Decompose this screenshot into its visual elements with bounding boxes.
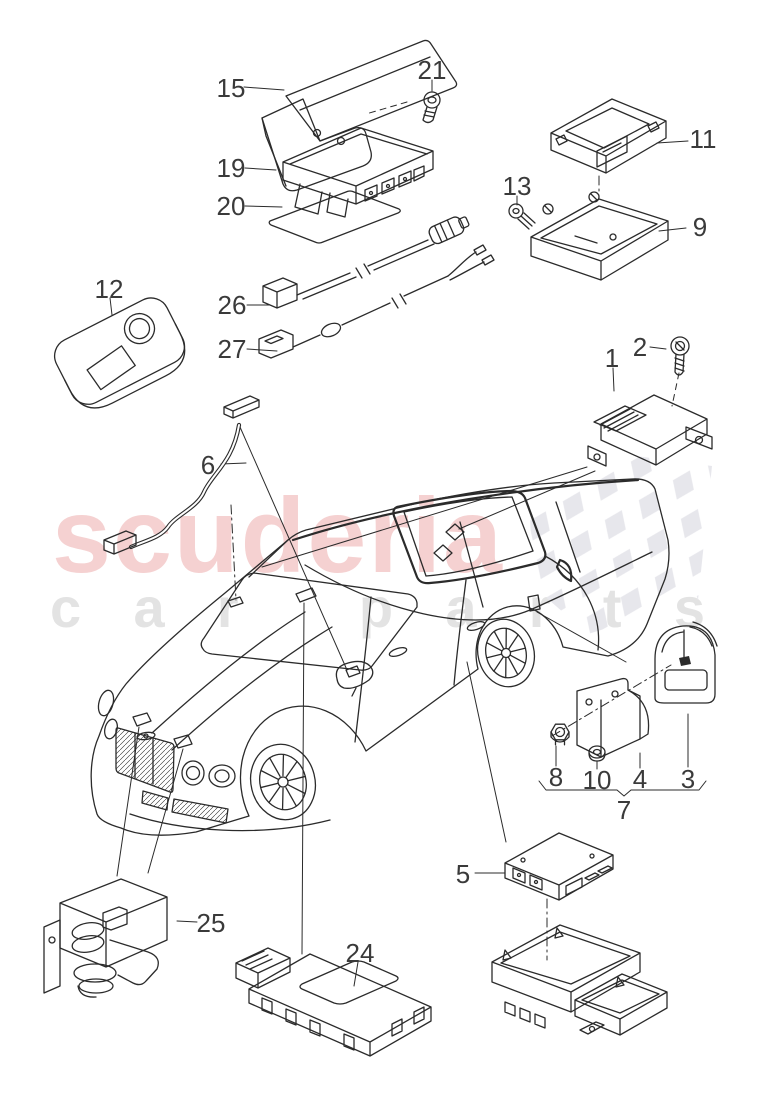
callout-26: 26 <box>218 290 247 320</box>
roofline <box>291 478 640 542</box>
bumper-mesh <box>171 798 229 824</box>
bumper-mesh <box>141 790 169 811</box>
part-6-antenna-cable <box>103 395 260 555</box>
car-body-outline <box>90 478 670 836</box>
callout-1: 1 <box>605 343 619 373</box>
callout-3: 3 <box>681 764 695 794</box>
callout-19: 19 <box>217 153 246 183</box>
part-12-remote-fob <box>53 297 186 409</box>
grille <box>115 727 175 793</box>
headlight-inner <box>214 769 230 783</box>
windshield-left-marker <box>227 596 244 608</box>
shelf-diamond-marker <box>433 544 453 562</box>
part-2-screw <box>670 336 690 376</box>
emblem-center <box>143 733 149 739</box>
part-10-washer <box>588 745 606 762</box>
callout-13: 13 <box>503 171 532 201</box>
door-seams <box>354 579 467 743</box>
hood-marker <box>132 712 152 727</box>
bumper-lower-line <box>129 813 331 832</box>
emblem <box>136 731 156 741</box>
part-20-gasket <box>268 190 401 244</box>
callout-7: 7 <box>617 795 631 825</box>
callout-6: 6 <box>201 450 215 480</box>
front-wheel <box>249 743 317 821</box>
rear-wheel <box>476 618 536 688</box>
headlight-inner <box>185 765 201 781</box>
door-handle <box>388 647 408 657</box>
part-26-wiring-harness <box>262 216 470 309</box>
callout-labels: 15 21 19 20 11 13 9 12 26 27 2 1 6 8 10 … <box>95 55 717 968</box>
car-illustration <box>90 478 670 836</box>
part-3-alarm-horn <box>654 621 718 704</box>
callout-20: 20 <box>217 191 246 221</box>
far-headlight <box>104 718 118 740</box>
side-mirror <box>335 660 374 697</box>
watermark: scuderia car parts <box>50 456 712 639</box>
shelf-diamond-marker <box>445 523 465 541</box>
leader-lines <box>109 79 707 987</box>
part-21-screw <box>422 91 441 124</box>
far-headlight <box>97 689 115 717</box>
callout-11: 11 <box>690 124 717 154</box>
callout-15: 15 <box>217 73 246 103</box>
part-9-mounting-tray <box>530 191 669 281</box>
hood-creases <box>151 611 333 751</box>
callout-12: 12 <box>95 274 124 304</box>
part-19-control-module <box>282 127 434 218</box>
part-15-mounting-bracket <box>261 39 458 192</box>
headlight <box>181 760 205 786</box>
part-4-horn-bracket <box>576 677 650 758</box>
callout-2: 2 <box>633 332 647 362</box>
group-7-brace <box>538 780 707 797</box>
module-mounting-tray <box>491 924 668 1036</box>
callout-9: 9 <box>693 212 707 242</box>
part-25-siren-assembly <box>43 878 168 998</box>
part-1-control-unit <box>587 394 713 467</box>
callout-8: 8 <box>549 762 563 792</box>
callout-27: 27 <box>218 334 247 364</box>
rear-quarter-marker <box>527 594 541 612</box>
callout-10: 10 <box>583 765 612 795</box>
headlight <box>208 764 236 788</box>
door-handle <box>466 621 486 631</box>
window-pillars <box>459 501 581 608</box>
part-5-control-module <box>504 832 614 901</box>
part-11-control-module <box>550 98 667 174</box>
part-8-nut <box>550 723 570 746</box>
callout-25: 25 <box>197 908 226 938</box>
rear-screen <box>392 489 547 585</box>
part-24-antenna-module <box>235 947 432 1057</box>
rear-screen-inner <box>403 496 534 577</box>
beltline <box>304 551 653 621</box>
mirror-location-marker <box>345 665 361 678</box>
callout-4: 4 <box>633 764 647 794</box>
windshield <box>200 572 418 671</box>
taillamp <box>555 558 573 583</box>
a-pillar <box>248 539 289 578</box>
callout-21: 21 <box>418 55 447 85</box>
grille-marker <box>173 734 193 749</box>
callout-24: 24 <box>346 938 375 968</box>
callout-5: 5 <box>456 859 470 889</box>
windshield-right-marker <box>295 587 317 603</box>
trunk-edge <box>544 555 600 651</box>
parts <box>43 39 718 1057</box>
grille-bars <box>134 732 154 785</box>
brand-watermark: scuderia <box>52 477 504 595</box>
part-27-wiring-harness <box>258 244 495 359</box>
part-13-screw <box>508 203 536 230</box>
